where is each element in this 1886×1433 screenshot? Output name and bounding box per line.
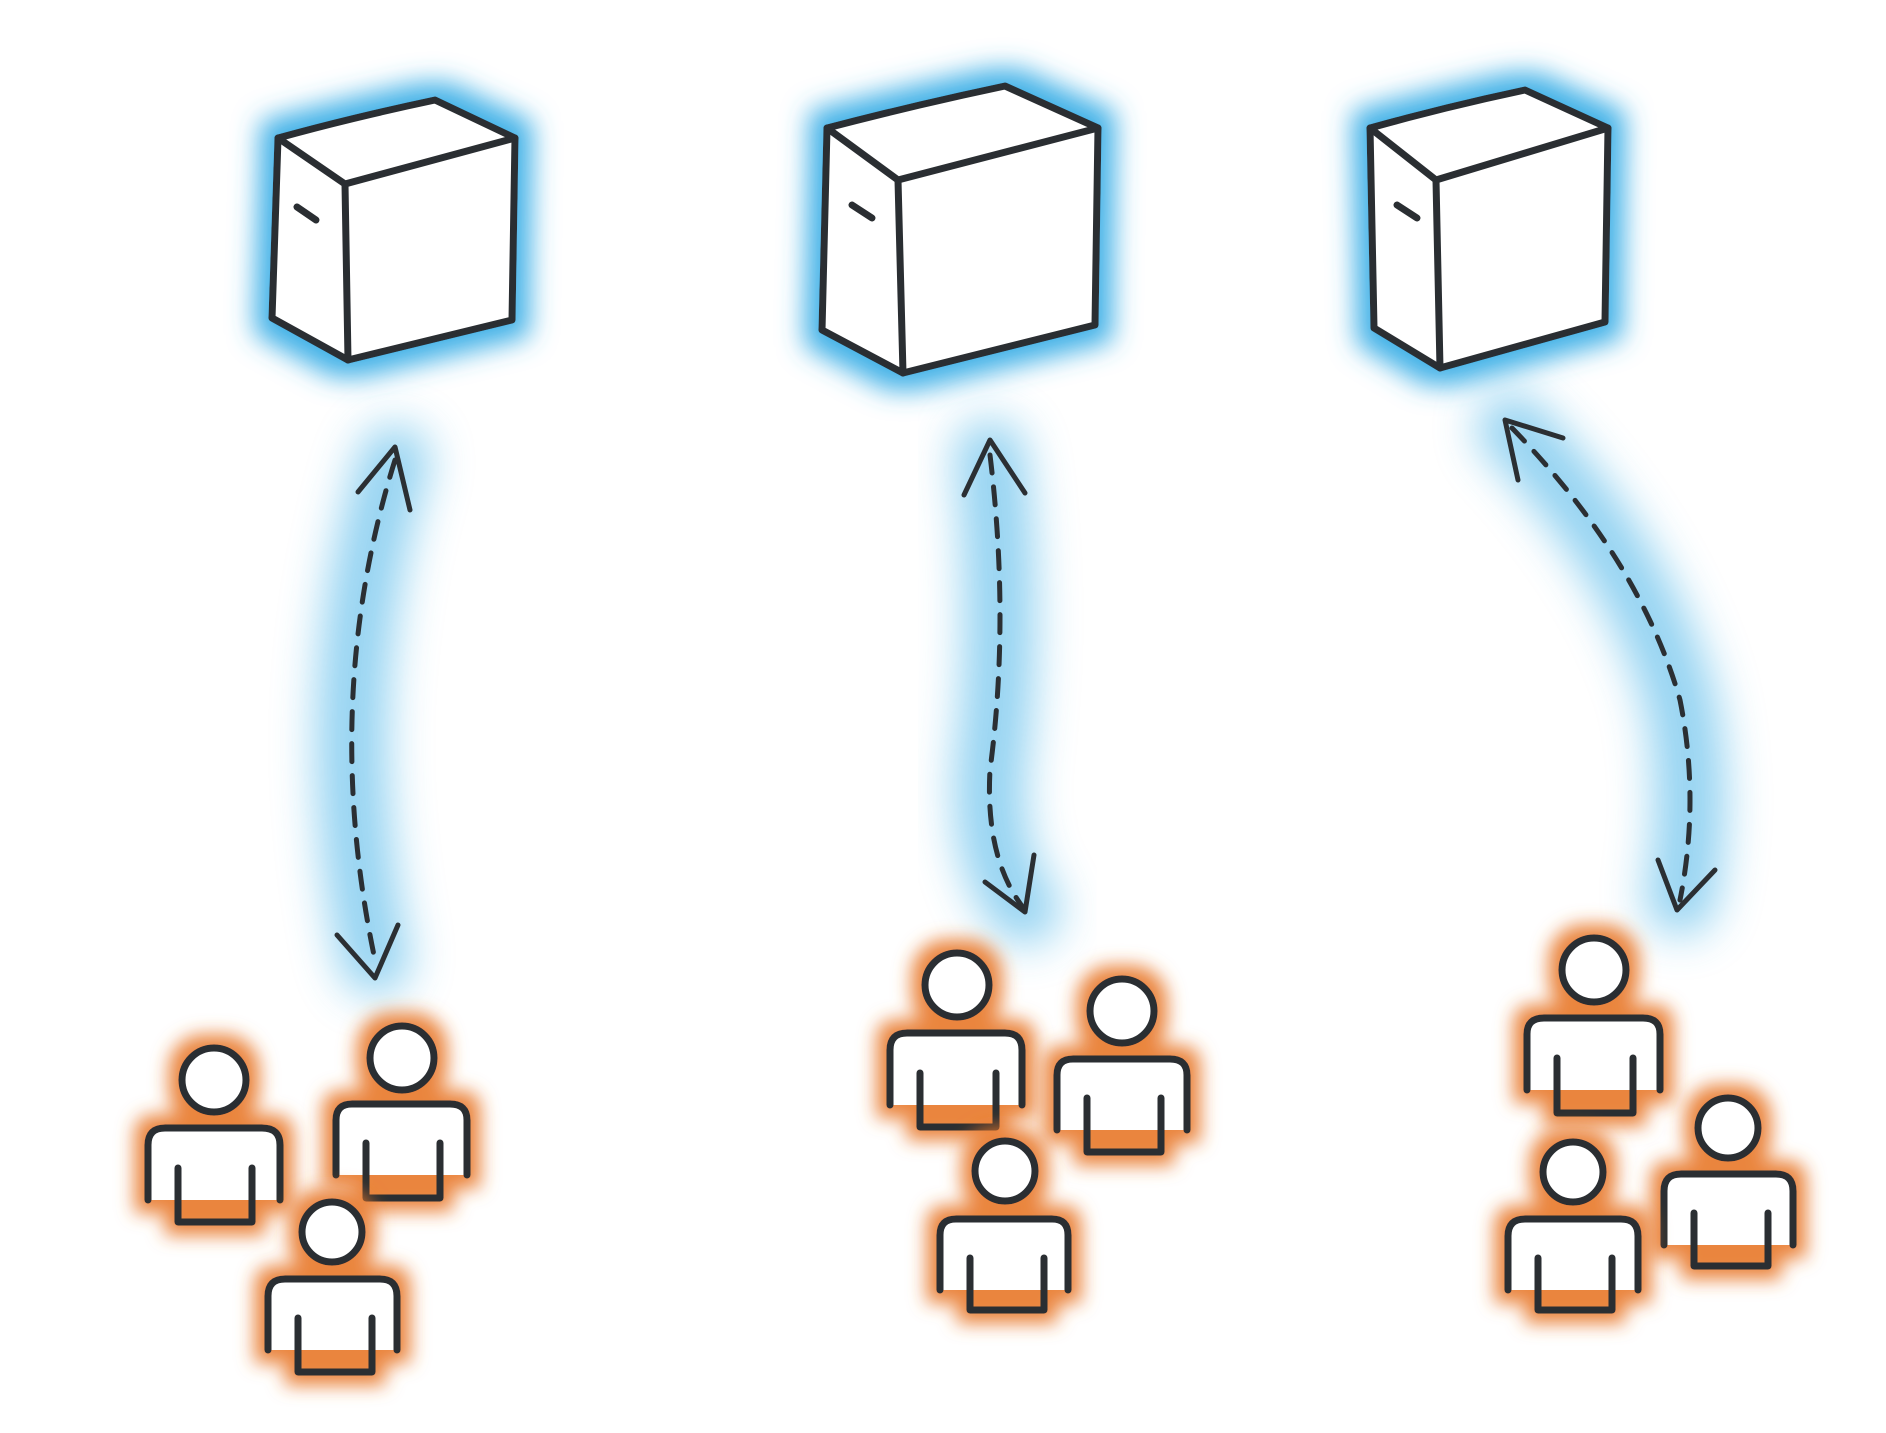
group-1 xyxy=(144,96,519,1376)
person-icon xyxy=(264,1198,401,1376)
bidirectional-dashed-arrow xyxy=(1477,393,1725,935)
server-icon xyxy=(818,82,1102,377)
person-icon xyxy=(1523,934,1664,1117)
person-icon xyxy=(1504,1138,1642,1314)
person-icon xyxy=(1053,975,1191,1156)
person-icon xyxy=(936,1137,1072,1314)
group-3 xyxy=(1366,86,1797,1314)
server-icon xyxy=(268,96,519,364)
person-icon xyxy=(886,949,1026,1131)
bidirectional-dashed-arrow xyxy=(316,425,430,995)
bidirectional-dashed-arrow xyxy=(954,420,1060,945)
person-icon xyxy=(1660,1094,1797,1270)
group-2 xyxy=(818,82,1191,1314)
person-icon xyxy=(332,1022,471,1202)
server-icon xyxy=(1366,86,1612,372)
person-icon xyxy=(144,1044,284,1226)
